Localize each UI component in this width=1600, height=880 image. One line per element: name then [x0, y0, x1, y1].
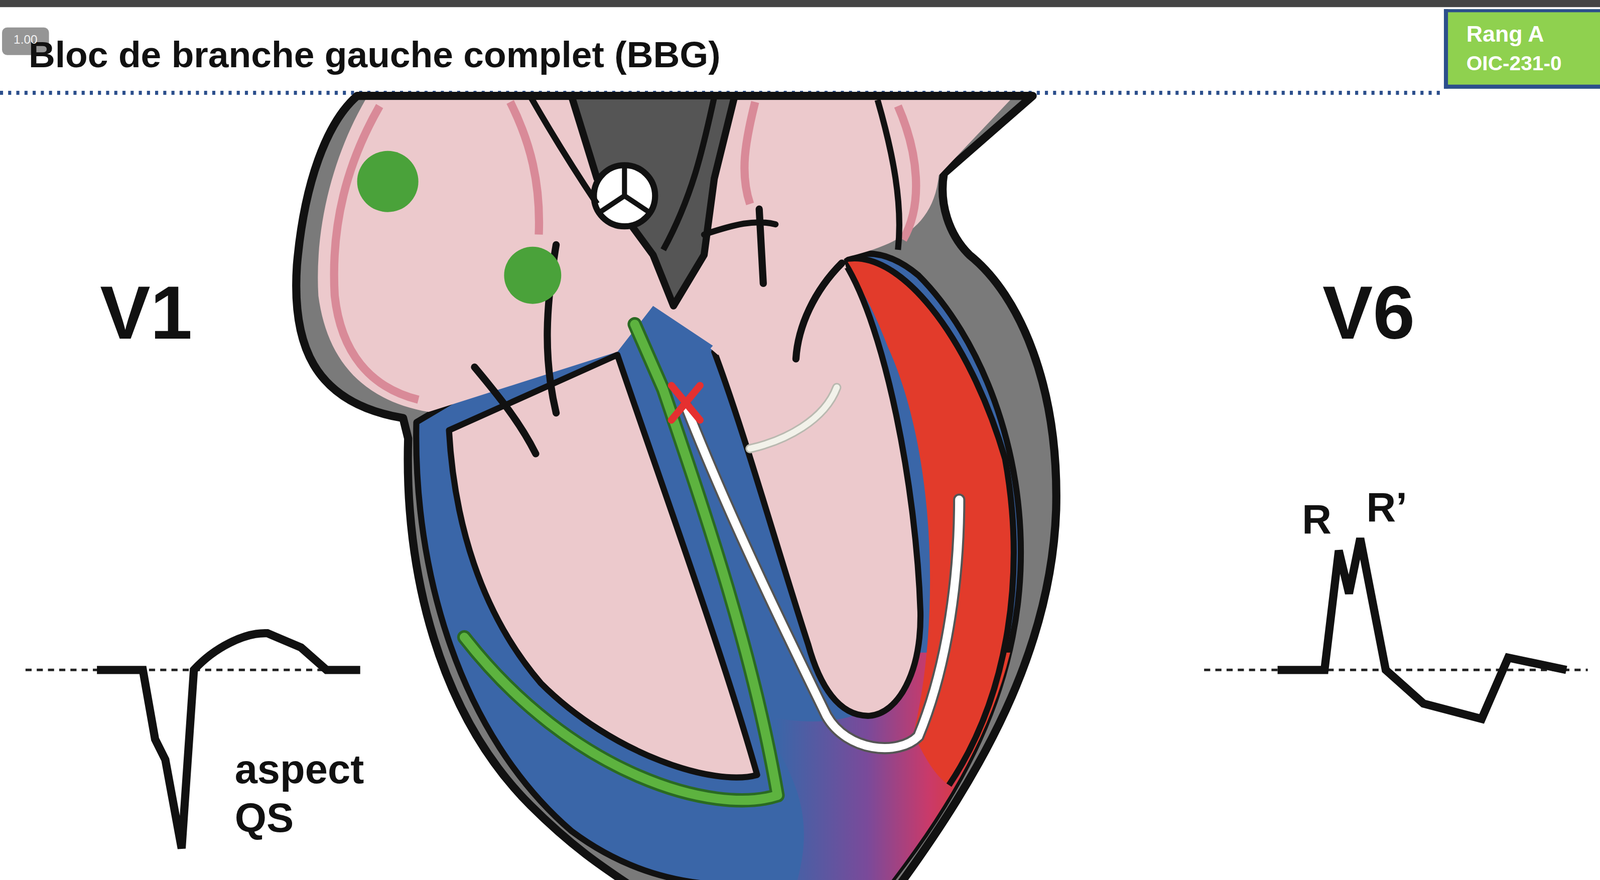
badge-code: OIC-231-0 [1466, 49, 1599, 77]
lead-label: V1 [99, 273, 193, 353]
pattern-note: aspect QS [234, 744, 388, 843]
wave-label: R’ [1366, 485, 1407, 528]
speed-indicator: 1.00 [2, 33, 50, 47]
level-badge: Rang AOIC-231-0 [1443, 9, 1600, 89]
slide-title: Bloc de branche gauche complet (BBG) [28, 35, 721, 75]
wave-label: R [1301, 497, 1332, 541]
badge-heading: Rang A [1466, 20, 1599, 50]
lead-label: V6 [1322, 273, 1415, 353]
